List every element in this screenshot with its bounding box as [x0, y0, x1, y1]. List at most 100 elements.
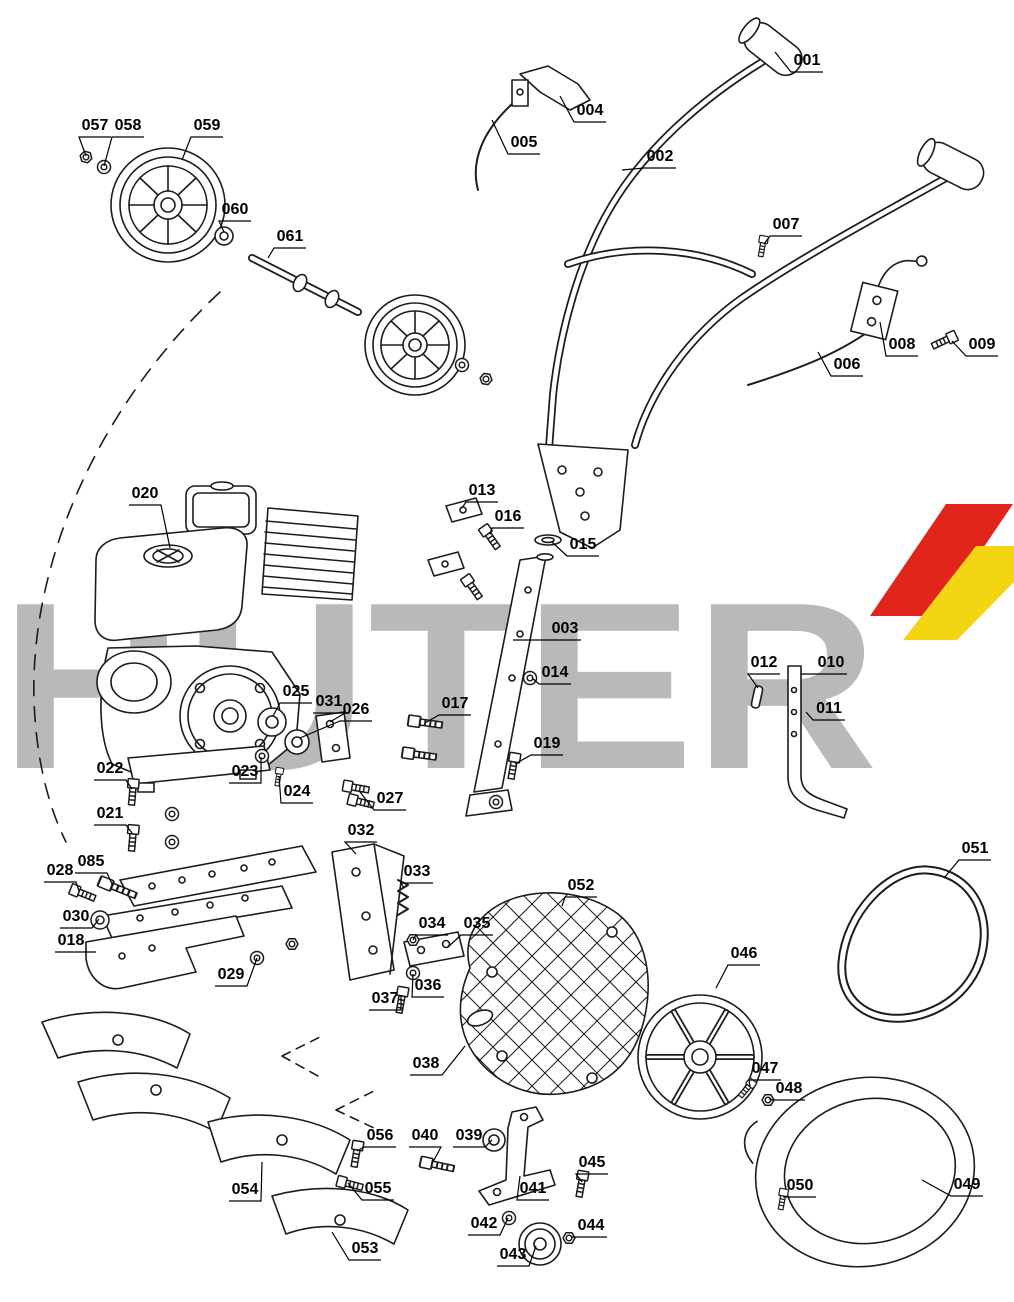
part-label-031: 031 — [315, 693, 343, 711]
part-label-048: 048 — [775, 1080, 803, 1098]
handlebar — [537, 17, 985, 549]
part-label-052: 052 — [567, 877, 595, 895]
leader-line-033 — [399, 882, 433, 889]
part-label-024: 024 — [283, 783, 311, 801]
part-label-023: 023 — [231, 763, 259, 781]
leader-line-052 — [561, 896, 597, 907]
leader-line-013 — [461, 501, 498, 509]
watermark-red-ribbon — [870, 504, 1013, 616]
leader-line-053 — [331, 1231, 381, 1261]
part-label-028: 028 — [46, 862, 74, 880]
leader-line-002 — [621, 167, 676, 171]
part-label-055: 055 — [364, 1180, 392, 1198]
leader-line-050 — [783, 1196, 816, 1198]
leader-line-015 — [551, 541, 599, 557]
leader-line-055 — [347, 1182, 394, 1201]
leader-line-049 — [921, 1179, 983, 1197]
part-label-050: 050 — [786, 1177, 814, 1195]
part-label-038: 038 — [412, 1055, 440, 1073]
leader-line-024 — [278, 775, 313, 804]
leader-line-001 — [774, 51, 823, 73]
kickstand-pin — [750, 685, 764, 709]
leader-line-014 — [531, 677, 571, 685]
leader-line-035 — [447, 934, 493, 948]
part-label-015: 015 — [569, 536, 597, 554]
tension-pulley — [518, 1222, 562, 1266]
leader-line-054 — [229, 1161, 263, 1202]
part-label-009: 009 — [968, 336, 996, 354]
part-label-021: 021 — [96, 805, 124, 823]
part-label-007: 007 — [772, 216, 800, 234]
leader-line-045 — [574, 1173, 608, 1183]
part-label-039: 039 — [455, 1127, 483, 1145]
leader-line-023 — [229, 757, 262, 784]
leader-line-025 — [272, 702, 312, 717]
leader-line-040 — [409, 1146, 442, 1163]
part-label-022: 022 — [96, 760, 124, 778]
part-label-012: 012 — [750, 654, 778, 672]
leader-line-034 — [412, 934, 448, 941]
leader-line-047 — [748, 1079, 781, 1088]
engine — [94, 481, 359, 793]
leader-line-046 — [715, 964, 760, 989]
handle-grip-right — [916, 137, 985, 191]
part-label-033: 033 — [403, 863, 431, 881]
part-label-002: 002 — [646, 148, 674, 166]
part-label-029: 029 — [217, 966, 245, 984]
part-label-034: 034 — [418, 915, 446, 933]
part-label-008: 008 — [888, 336, 916, 354]
idler-bracket — [478, 1106, 556, 1206]
output-shaft — [257, 707, 287, 737]
leader-line-038 — [410, 1045, 466, 1076]
part-label-010: 010 — [817, 654, 845, 672]
part-label-025: 025 — [282, 683, 310, 701]
leader-line-032 — [343, 841, 377, 855]
throttle-lever — [511, 65, 591, 111]
mount-bracket — [331, 843, 405, 981]
drive-pulley-small — [284, 729, 310, 755]
front-wheel — [110, 147, 226, 263]
part-label-037: 037 — [371, 990, 399, 1008]
frame-plates — [85, 845, 317, 990]
part-label-044: 044 — [577, 1217, 605, 1235]
part-label-085: 085 — [77, 853, 105, 871]
leader-line-058 — [103, 136, 144, 167]
leader-line-059 — [181, 136, 223, 161]
leader-line-017 — [424, 714, 471, 724]
tension-spring — [397, 879, 409, 916]
leader-line-060 — [218, 220, 251, 233]
part-label-017: 017 — [441, 695, 469, 713]
leader-line-021 — [94, 824, 133, 834]
belt-cover — [743, 1076, 976, 1268]
part-label-057: 057 — [81, 117, 109, 135]
leader-line-051 — [943, 859, 991, 879]
leader-line-041 — [516, 1175, 549, 1201]
drive-belt — [837, 865, 989, 1023]
leader-line-006 — [817, 351, 863, 377]
part-label-058: 058 — [114, 117, 142, 135]
part-label-054: 054 — [231, 1181, 259, 1199]
part-label-030: 030 — [62, 908, 90, 926]
part-label-006: 006 — [833, 356, 861, 374]
part-label-047: 047 — [751, 1060, 779, 1078]
clamp-plates — [427, 497, 483, 577]
leader-line-039 — [453, 1139, 493, 1148]
part-label-004: 004 — [576, 102, 604, 120]
handle-grip-left — [738, 17, 803, 77]
leader-line-027 — [359, 791, 406, 811]
part-label-049: 049 — [953, 1176, 981, 1194]
part-label-014: 014 — [541, 664, 569, 682]
rear-wheel — [364, 294, 466, 396]
leader-line-022 — [94, 779, 133, 790]
leader-line-031 — [313, 712, 348, 723]
leader-line-057 — [78, 136, 111, 157]
part-label-013: 013 — [468, 482, 496, 500]
leader-line-043 — [497, 1245, 537, 1267]
leader-line-020 — [129, 504, 171, 549]
handlebar-clamp — [537, 443, 629, 549]
leader-line-019 — [514, 754, 563, 765]
part-label-036: 036 — [414, 977, 442, 995]
leader-line-085 — [75, 872, 114, 887]
